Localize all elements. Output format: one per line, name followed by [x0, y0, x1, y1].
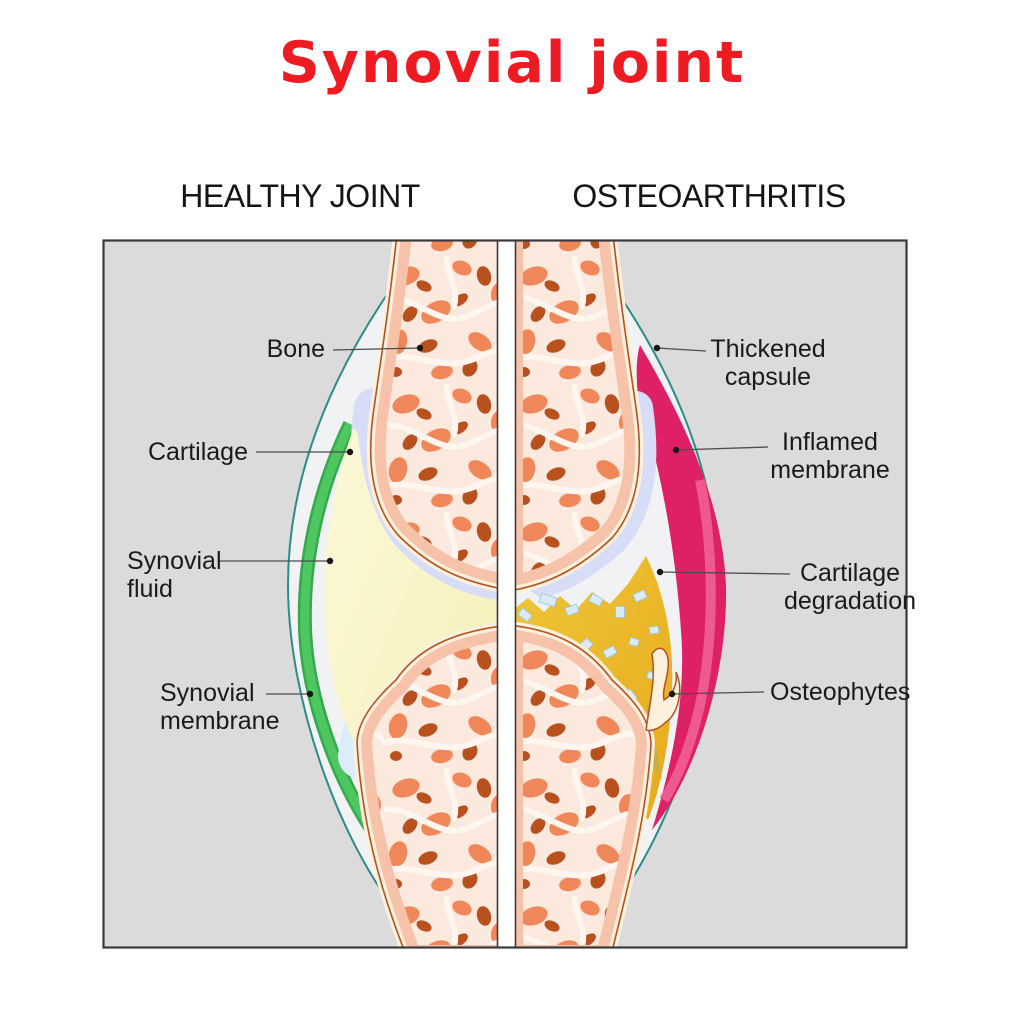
page-title: Synovial joint [279, 30, 746, 96]
label-inflamed-membrane-line1: Inflamed [782, 428, 878, 456]
callout-synovial-fluid: Synovial fluid [127, 547, 334, 603]
label-cartilage: Cartilage [148, 438, 248, 466]
callout-cartilage: Cartilage [148, 438, 354, 466]
label-synovial-membrane-line2: membrane [160, 707, 280, 735]
label-synovial-membrane-line1: Synovial [160, 679, 255, 707]
callout-osteophytes: Osteophytes [668, 678, 910, 706]
callout-synovial-membrane: Synovial membrane [160, 679, 314, 735]
header-healthy-joint: HEALTHY JOINT [180, 178, 419, 214]
inflamed-membrane-highlight [659, 479, 716, 803]
upper-bone [330, 240, 497, 605]
label-synovial-fluid-line1: Synovial [127, 547, 222, 575]
upper-bone-oa [516, 240, 700, 605]
label-thickened-capsule-line2: capsule [725, 363, 811, 391]
osteophyte-shape [645, 647, 681, 732]
label-cartilage-degradation-line2: degradation [784, 587, 916, 615]
label-synovial-fluid-line2: fluid [127, 575, 173, 603]
label-cartilage-degradation-line1: Cartilage [800, 559, 900, 587]
callout-inflamed-membrane: Inflamed membrane [672, 428, 890, 484]
healthy-joint-panel [103, 240, 497, 948]
panel-divider [497, 241, 516, 947]
synovial-membrane-shape [300, 422, 380, 839]
callout-bone: Bone [267, 335, 424, 363]
header-osteoarthritis: OSTEOARTHRITIS [572, 178, 845, 214]
label-inflamed-membrane-line2: membrane [770, 456, 890, 484]
label-thickened-capsule-line1: Thickened [710, 335, 825, 363]
label-osteophytes: Osteophytes [770, 678, 910, 706]
joint-capsule-outline [286, 295, 399, 914]
osteoarthritis-panel [516, 240, 907, 948]
callout-cartilage-degradation: Cartilage degradation [656, 559, 916, 615]
callout-thickened-capsule: Thickened capsule [653, 335, 826, 391]
diagram-frame [102, 239, 908, 949]
label-bone: Bone [267, 335, 325, 363]
